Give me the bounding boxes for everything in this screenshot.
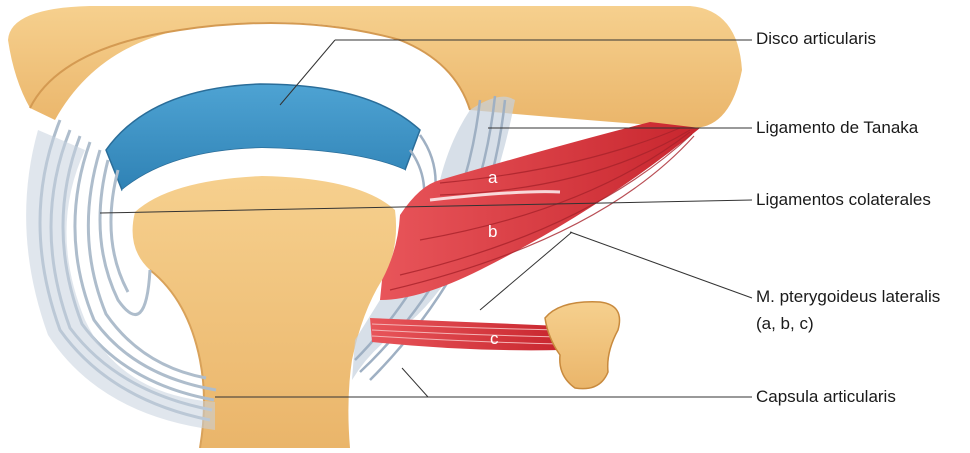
label-disco-articularis: Disco articularis [756,28,876,50]
label-capsula-articularis: Capsula articularis [756,386,896,408]
label-ligamentos-colaterales: Ligamentos colaterales [756,189,931,211]
label-ligamento-tanaka: Ligamento de Tanaka [756,117,918,139]
label-pterygoideus-parts: (a, b, c) [756,313,814,335]
muscle-label-a: a [488,168,498,187]
muscle-label-c: c [490,329,499,348]
label-pterygoideus-lateralis: M. pterygoideus lateralis [756,286,940,308]
muscle-label-b: b [488,222,497,241]
pterygoid-process [545,302,620,389]
